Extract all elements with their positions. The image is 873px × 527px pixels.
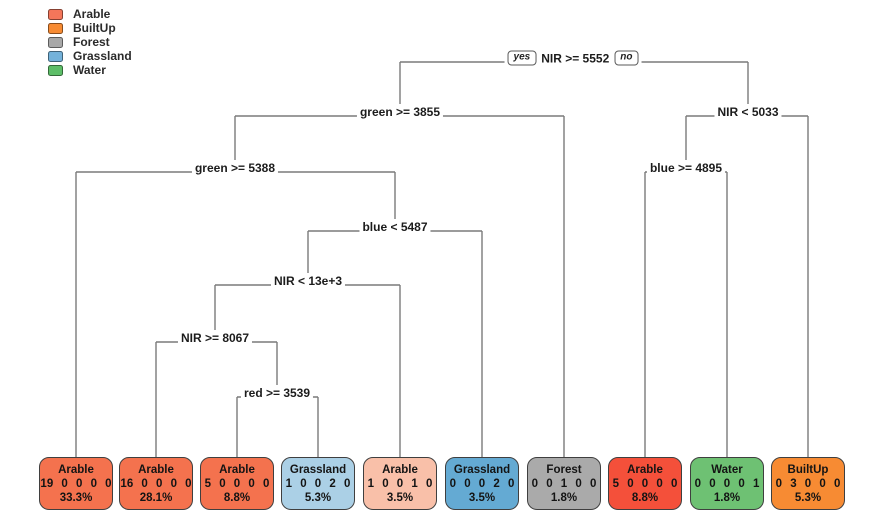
split-node-nir8067: NIR >= 8067 xyxy=(177,331,253,345)
legend-label: Arable xyxy=(73,7,111,21)
leaf-class: Arable xyxy=(58,463,94,476)
leaf-pct: 8.8% xyxy=(631,491,659,504)
leaf-pct: 28.1% xyxy=(139,491,173,504)
leaf-pct: 5.3% xyxy=(794,491,822,504)
split-condition-label: green >= 3855 xyxy=(359,105,441,119)
leaf-counts: 0 0 0 2 0 xyxy=(449,477,515,490)
split-node-blue5487: blue < 5487 xyxy=(359,220,431,234)
split-node-nir13e3: NIR < 13e+3 xyxy=(270,274,346,288)
legend-swatch-icon xyxy=(48,22,63,34)
leaf-pct: 5.3% xyxy=(304,491,332,504)
split-node-green5388: green >= 5388 xyxy=(191,161,279,175)
leaf-class: Forest xyxy=(546,463,582,476)
legend-label: Water xyxy=(73,63,106,77)
leaf-pct: 1.8% xyxy=(550,491,578,504)
leaf-counts: 5 0 0 0 0 xyxy=(204,477,270,490)
leaf-counts: 1 0 0 2 0 xyxy=(285,477,351,490)
legend-swatch-icon xyxy=(48,8,63,20)
split-node-nir5033: NIR < 5033 xyxy=(714,105,782,119)
legend-swatch-icon xyxy=(48,64,63,76)
leaf-counts: 19 0 0 0 0 xyxy=(40,477,112,490)
leaf-counts: 0 3 0 0 0 xyxy=(775,477,841,490)
leaf-class: Grassland xyxy=(289,463,347,476)
leaf-pct: 3.5% xyxy=(468,491,496,504)
split-condition-label: NIR >= 8067 xyxy=(180,331,250,345)
legend-label: Forest xyxy=(73,35,110,49)
leaf-class: Arable xyxy=(219,463,255,476)
legend-item-builtup: BuiltUp xyxy=(48,21,132,35)
leaf-counts: 1 0 0 1 0 xyxy=(367,477,433,490)
leaf-pct: 8.8% xyxy=(223,491,251,504)
leaf-class: Grassland xyxy=(453,463,511,476)
split-node-blue4895: blue >= 4895 xyxy=(646,161,726,175)
legend-label: BuiltUp xyxy=(73,21,116,35)
leaf-pct: 33.3% xyxy=(59,491,93,504)
split-condition-label: blue < 5487 xyxy=(362,220,428,234)
split-condition-label: green >= 5388 xyxy=(194,161,276,175)
leaf-pct: 1.8% xyxy=(713,491,741,504)
split-condition-label: red >= 3539 xyxy=(243,386,311,400)
no-branch-badge: no xyxy=(614,50,639,66)
split-node-red3539: red >= 3539 xyxy=(240,386,314,400)
legend-item-water: Water xyxy=(48,63,132,77)
split-condition-label: NIR < 5033 xyxy=(717,105,779,119)
leaf-class: BuiltUp xyxy=(787,463,829,476)
yes-branch-badge: yes xyxy=(507,50,537,66)
split-condition-label: NIR < 13e+3 xyxy=(273,274,343,288)
legend-item-grassland: Grassland xyxy=(48,49,132,63)
leaf-class: Water xyxy=(711,463,743,476)
leaf-counts: 5 0 0 0 0 xyxy=(612,477,678,490)
legend-item-forest: Forest xyxy=(48,35,132,49)
leaf-class: Arable xyxy=(138,463,174,476)
leaf-class: Arable xyxy=(627,463,663,476)
split-condition-label: NIR >= 5552 xyxy=(541,51,610,65)
leaf-class: Arable xyxy=(382,463,418,476)
split-node-root: yes NIR >= 5552 no xyxy=(504,50,642,66)
legend-swatch-icon xyxy=(48,36,63,48)
split-node-green3855: green >= 3855 xyxy=(356,105,444,119)
leaf-pct: 3.5% xyxy=(386,491,414,504)
leaf-counts: 0 0 1 0 0 xyxy=(531,477,597,490)
split-condition-label: blue >= 4895 xyxy=(649,161,723,175)
leaf-counts: 16 0 0 0 0 xyxy=(120,477,192,490)
leaf-counts: 0 0 0 0 1 xyxy=(694,477,760,490)
legend-item-arable: Arable xyxy=(48,7,132,21)
legend-label: Grassland xyxy=(73,49,132,63)
legend-swatch-icon xyxy=(48,50,63,62)
